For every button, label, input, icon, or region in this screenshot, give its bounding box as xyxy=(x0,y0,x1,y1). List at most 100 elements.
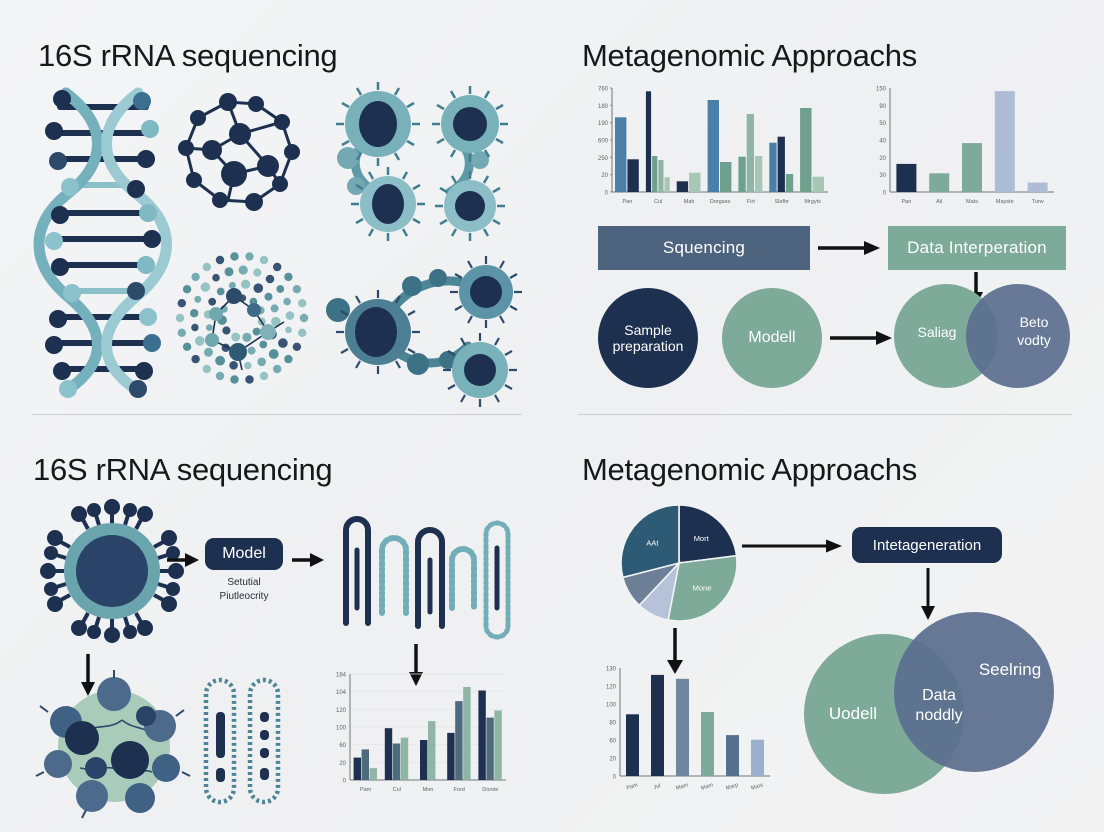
plasmid-illustration xyxy=(192,676,292,811)
svg-text:Pam: Pam xyxy=(360,787,372,793)
divider-left xyxy=(32,414,522,415)
svg-text:Mayste: Mayste xyxy=(996,199,1014,205)
chart-grouped-bar-bottom-left: 02060100120104184PamCulMonFordDorste xyxy=(320,664,510,814)
svg-text:Jul: Jul xyxy=(653,783,662,791)
svg-text:20: 20 xyxy=(601,173,608,179)
svg-text:190: 190 xyxy=(598,121,609,127)
svg-text:Dorgass: Dorgass xyxy=(710,199,731,205)
data-interpretation-box[interactable]: Data Interperation xyxy=(888,226,1066,270)
virus-large-illustration xyxy=(32,496,192,646)
svg-text:20: 20 xyxy=(339,761,346,767)
page-title-bottom-left: 16S rRNA sequencing xyxy=(33,452,332,488)
rna-hairpin-illustration xyxy=(336,508,516,633)
data-interpretation-box-label: Data Interperation xyxy=(907,238,1047,258)
venn-right-label-big: Seelring xyxy=(970,660,1050,680)
svg-text:Pam: Pam xyxy=(626,782,639,791)
svg-text:Cul: Cul xyxy=(393,787,401,793)
sequencing-box-label: Squencing xyxy=(663,238,745,258)
arrow-right-icon-5 xyxy=(742,538,842,554)
svg-text:60: 60 xyxy=(339,743,346,749)
arrow-right-icon-3 xyxy=(167,552,199,568)
chart-simple-bar-bottom-right: 0 20 60 80 100 120 130Pam Jul Mam Mam Marp Mars xyxy=(590,660,775,810)
svg-text:120: 120 xyxy=(336,708,347,714)
svg-text:120: 120 xyxy=(606,685,617,691)
integration-box[interactable]: Intetageneration xyxy=(852,527,1002,563)
svg-text:Pan: Pan xyxy=(623,199,633,205)
model-box[interactable]: Model xyxy=(205,538,283,570)
svg-text:Mam: Mam xyxy=(675,782,689,792)
arrow-right-icon-2 xyxy=(830,330,892,346)
svg-text:40: 40 xyxy=(879,139,886,145)
sample-preparation-circle[interactable]: Sample preparation xyxy=(598,288,698,388)
model-circle-label: Modell xyxy=(748,329,795,347)
svg-text:760: 760 xyxy=(598,87,609,93)
svg-text:Ail: Ail xyxy=(936,199,942,205)
model-caption-line2: Piutleocrity xyxy=(198,590,290,604)
panel-bottom-right: Metagenomic Approachs MortMoneAAt Inteta… xyxy=(552,416,1104,832)
svg-text:0: 0 xyxy=(613,775,617,781)
venn-diagram-bottom: Uodell Data noddly Seelring xyxy=(804,612,1054,794)
integration-box-label: Intetageneration xyxy=(873,537,981,554)
svg-text:0: 0 xyxy=(605,191,609,197)
svg-text:0: 0 xyxy=(883,191,887,197)
svg-text:100: 100 xyxy=(606,703,617,709)
svg-text:130: 130 xyxy=(606,667,617,673)
svg-text:Mort: Mort xyxy=(694,534,710,543)
page-title-top-left: 16S rRNA sequencing xyxy=(38,38,337,74)
svg-text:600: 600 xyxy=(598,139,609,145)
sequencing-box[interactable]: Squencing xyxy=(598,226,810,270)
arrow-right-icon-1 xyxy=(818,240,880,256)
svg-text:Mah: Mah xyxy=(684,199,695,205)
svg-text:Dorste: Dorste xyxy=(482,787,498,793)
svg-text:80: 80 xyxy=(609,721,616,727)
svg-text:Mars: Mars xyxy=(750,782,764,792)
divider-right xyxy=(578,414,1072,415)
svg-text:Mats: Mats xyxy=(966,199,978,205)
arrow-right-icon-4 xyxy=(292,552,324,568)
venn-left-label-big: Uodell xyxy=(810,704,896,724)
model-circle[interactable]: Modell xyxy=(722,288,822,388)
microbiome-cluster-illustration xyxy=(172,248,312,388)
svg-text:90: 90 xyxy=(879,104,886,110)
sample-preparation-label: Sample preparation xyxy=(598,322,698,354)
svg-text:Slafhr: Slafhr xyxy=(775,199,790,205)
svg-text:30: 30 xyxy=(879,173,886,179)
svg-text:184: 184 xyxy=(336,673,347,679)
venn-overlap-line2: noddly xyxy=(902,706,976,726)
chart-grouped-bar-top: 0 20 250 600 190 180 760Pan Cul Mah Dorgass Firt Sl… xyxy=(582,80,832,225)
venn-overlap-label: Data noddly xyxy=(902,686,976,726)
page-title-bottom-right: Metagenomic Approachs xyxy=(582,452,917,488)
molecule-network-illustration xyxy=(168,88,318,228)
svg-text:20: 20 xyxy=(609,757,616,763)
chart-simple-bar-top: 03020405090150PanAilMatsMaysteTurw xyxy=(864,80,1059,225)
svg-text:Cul: Cul xyxy=(654,199,662,205)
svg-text:Ford: Ford xyxy=(454,787,465,793)
venn-overlap-line1: Data xyxy=(902,686,976,706)
svg-text:180: 180 xyxy=(598,104,609,110)
svg-text:0: 0 xyxy=(343,779,347,785)
svg-text:50: 50 xyxy=(879,121,886,127)
virus-chain-illustration xyxy=(320,248,520,398)
svg-text:Mon: Mon xyxy=(423,787,434,793)
venn-right-label: Beto vodty xyxy=(1002,314,1066,349)
venn-diagram-top: Saliag Beto vodty xyxy=(894,284,1074,392)
panel-top-right: Metagenomic Approachs 0 20 250 600 190 180 760… xyxy=(552,0,1104,416)
svg-text:250: 250 xyxy=(598,156,609,162)
svg-text:60: 60 xyxy=(609,739,616,745)
chart-pie: MortMoneAAt xyxy=(614,501,744,626)
venn-left-label: Saliag xyxy=(902,324,972,340)
svg-text:100: 100 xyxy=(336,726,347,732)
model-caption-line1: Setutial xyxy=(198,576,290,590)
svg-text:Mrgyts: Mrgyts xyxy=(804,199,821,205)
svg-text:Pan: Pan xyxy=(902,199,912,205)
page-title-top-right: Metagenomic Approachs xyxy=(582,38,917,74)
svg-text:Firt: Firt xyxy=(747,199,755,205)
virus-particles-illustration xyxy=(330,88,520,238)
bacteria-cluster-illustration xyxy=(36,672,196,822)
svg-text:150: 150 xyxy=(876,87,887,93)
svg-text:Marp: Marp xyxy=(725,782,739,792)
svg-text:Mam: Mam xyxy=(700,782,714,792)
svg-text:AAt: AAt xyxy=(646,538,659,547)
svg-text:Turw: Turw xyxy=(1032,199,1044,205)
